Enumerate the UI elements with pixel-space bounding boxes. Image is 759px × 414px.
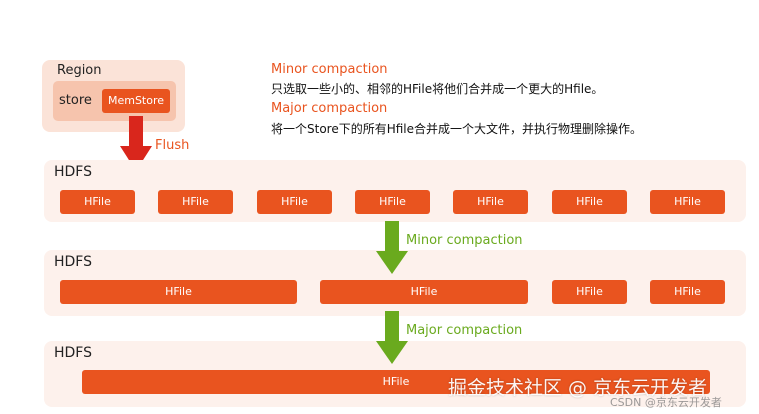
region-label: Region [57, 63, 102, 78]
minor-compaction-arrow-label: Minor compaction [406, 233, 523, 248]
major-compaction-title: Major compaction [271, 101, 388, 116]
hfile-block: HFile [650, 190, 725, 214]
hfile-block: HFile [355, 190, 430, 214]
flush-arrow-icon [120, 116, 152, 171]
minor-compaction-description: 只选取一些小的、相邻的HFile将他们合并成一个更大的Hfile。 [271, 82, 604, 96]
hfile-block: HFile [82, 370, 710, 394]
hfile-block: HFile [650, 280, 725, 304]
hfile-block: HFile [320, 280, 528, 304]
store-label: store [59, 93, 92, 108]
watermark-small: CSDN @京东云开发者 [610, 396, 722, 409]
hdfs-label-1: HDFS [54, 164, 93, 180]
major-compaction-description: 将一个Store下的所有Hfile合并成一个大文件，并执行物理删除操作。 [271, 122, 643, 136]
minor-compaction-title: Minor compaction [271, 62, 388, 77]
hdfs-label-3: HDFS [54, 345, 93, 361]
hfile-block: HFile [60, 280, 297, 304]
watermark: 掘金技术社区 @ 京东云开发者 [448, 377, 708, 399]
flush-label: Flush [155, 138, 190, 153]
major-compaction-arrow-label: Major compaction [406, 323, 523, 338]
hdfs-label-2: HDFS [54, 254, 93, 270]
hfile-block: HFile [158, 190, 233, 214]
hfile-block: HFile [552, 190, 627, 214]
hfile-block: HFile [552, 280, 627, 304]
hfile-block: HFile [453, 190, 528, 214]
minor-compaction-arrow-icon [376, 221, 408, 274]
major-compaction-arrow-icon [376, 311, 408, 364]
memstore-block: MemStore [102, 89, 170, 113]
hfile-block: HFile [257, 190, 332, 214]
hfile-block: HFile [60, 190, 135, 214]
